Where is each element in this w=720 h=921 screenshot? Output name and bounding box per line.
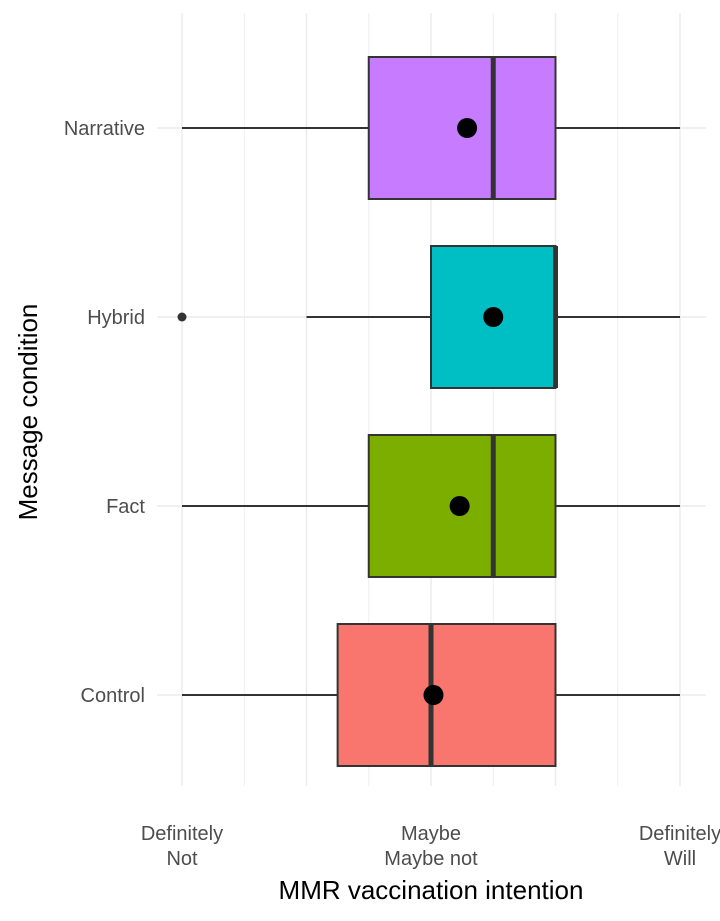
box-group-control — [182, 623, 680, 767]
x-tick-label: Maybe not — [384, 848, 478, 870]
x-tick-label: Maybe — [401, 823, 461, 845]
y-tick-label: Narrative — [64, 118, 145, 140]
x-tick-label: Not — [166, 848, 198, 870]
mean-point — [423, 685, 444, 705]
y-tick-label: Hybrid — [87, 307, 145, 329]
y-axis-title: Message condition — [13, 304, 43, 521]
box-group-hybrid — [177, 245, 680, 389]
mean-point — [449, 496, 470, 516]
box-group-fact — [182, 434, 680, 578]
y-tick-label: Fact — [106, 496, 145, 518]
y-tick-label: Control — [81, 685, 145, 707]
x-axis-title: MMR vaccination intention — [279, 875, 584, 905]
mean-point — [457, 118, 478, 138]
outlier-point — [177, 312, 187, 322]
box-series — [177, 56, 680, 767]
mean-point — [483, 307, 504, 327]
x-tick-label: Definitely — [639, 823, 720, 845]
x-tick-label: Will — [664, 848, 696, 870]
x-tick-label: Definitely — [141, 823, 223, 845]
box-iqr — [336, 623, 557, 767]
box-group-narrative — [182, 56, 680, 200]
